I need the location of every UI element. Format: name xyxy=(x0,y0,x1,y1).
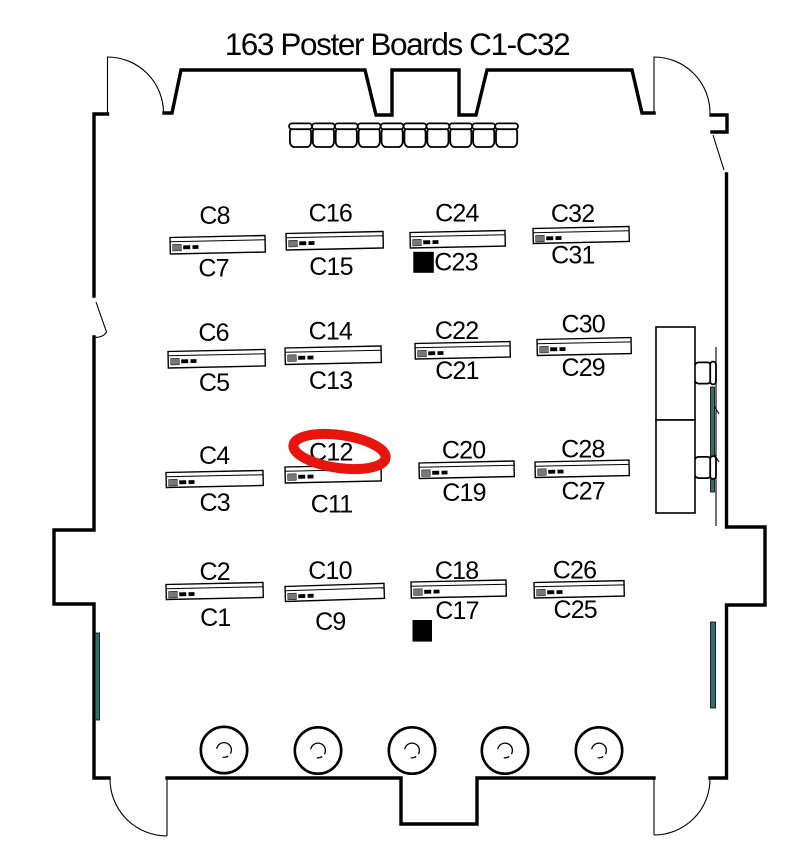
svg-text:C14: C14 xyxy=(309,318,353,346)
svg-text:C15: C15 xyxy=(309,253,352,281)
svg-text:C7: C7 xyxy=(198,255,228,283)
svg-text:C27: C27 xyxy=(561,478,604,506)
svg-text:C4: C4 xyxy=(199,442,230,470)
svg-text:C17: C17 xyxy=(435,597,478,625)
svg-text:C13: C13 xyxy=(309,367,352,395)
svg-text:C32: C32 xyxy=(551,200,594,228)
svg-text:C30: C30 xyxy=(561,311,604,339)
svg-text:163 Poster Boards C1-C32: 163 Poster Boards C1-C32 xyxy=(225,26,570,62)
svg-text:C26: C26 xyxy=(553,557,596,585)
svg-text:C29: C29 xyxy=(561,354,604,382)
svg-text:C25: C25 xyxy=(553,596,596,624)
svg-text:C22: C22 xyxy=(435,317,478,345)
svg-text:C16: C16 xyxy=(309,200,352,228)
svg-text:C3: C3 xyxy=(200,489,230,517)
svg-text:C5: C5 xyxy=(199,369,229,397)
svg-text:C18: C18 xyxy=(435,557,478,585)
svg-text:C6: C6 xyxy=(198,319,228,347)
svg-text:C2: C2 xyxy=(200,558,230,586)
svg-text:C20: C20 xyxy=(442,437,485,465)
svg-text:C23: C23 xyxy=(434,249,477,277)
svg-text:C19: C19 xyxy=(442,479,485,507)
svg-text:C21: C21 xyxy=(435,357,478,385)
svg-text:C10: C10 xyxy=(308,557,351,585)
svg-text:C31: C31 xyxy=(551,242,594,270)
svg-text:C11: C11 xyxy=(311,491,353,519)
svg-text:C28: C28 xyxy=(561,436,604,464)
svg-text:C9: C9 xyxy=(315,608,345,636)
svg-text:C1: C1 xyxy=(200,604,230,632)
svg-text:C24: C24 xyxy=(435,200,479,228)
svg-text:C8: C8 xyxy=(199,202,229,230)
